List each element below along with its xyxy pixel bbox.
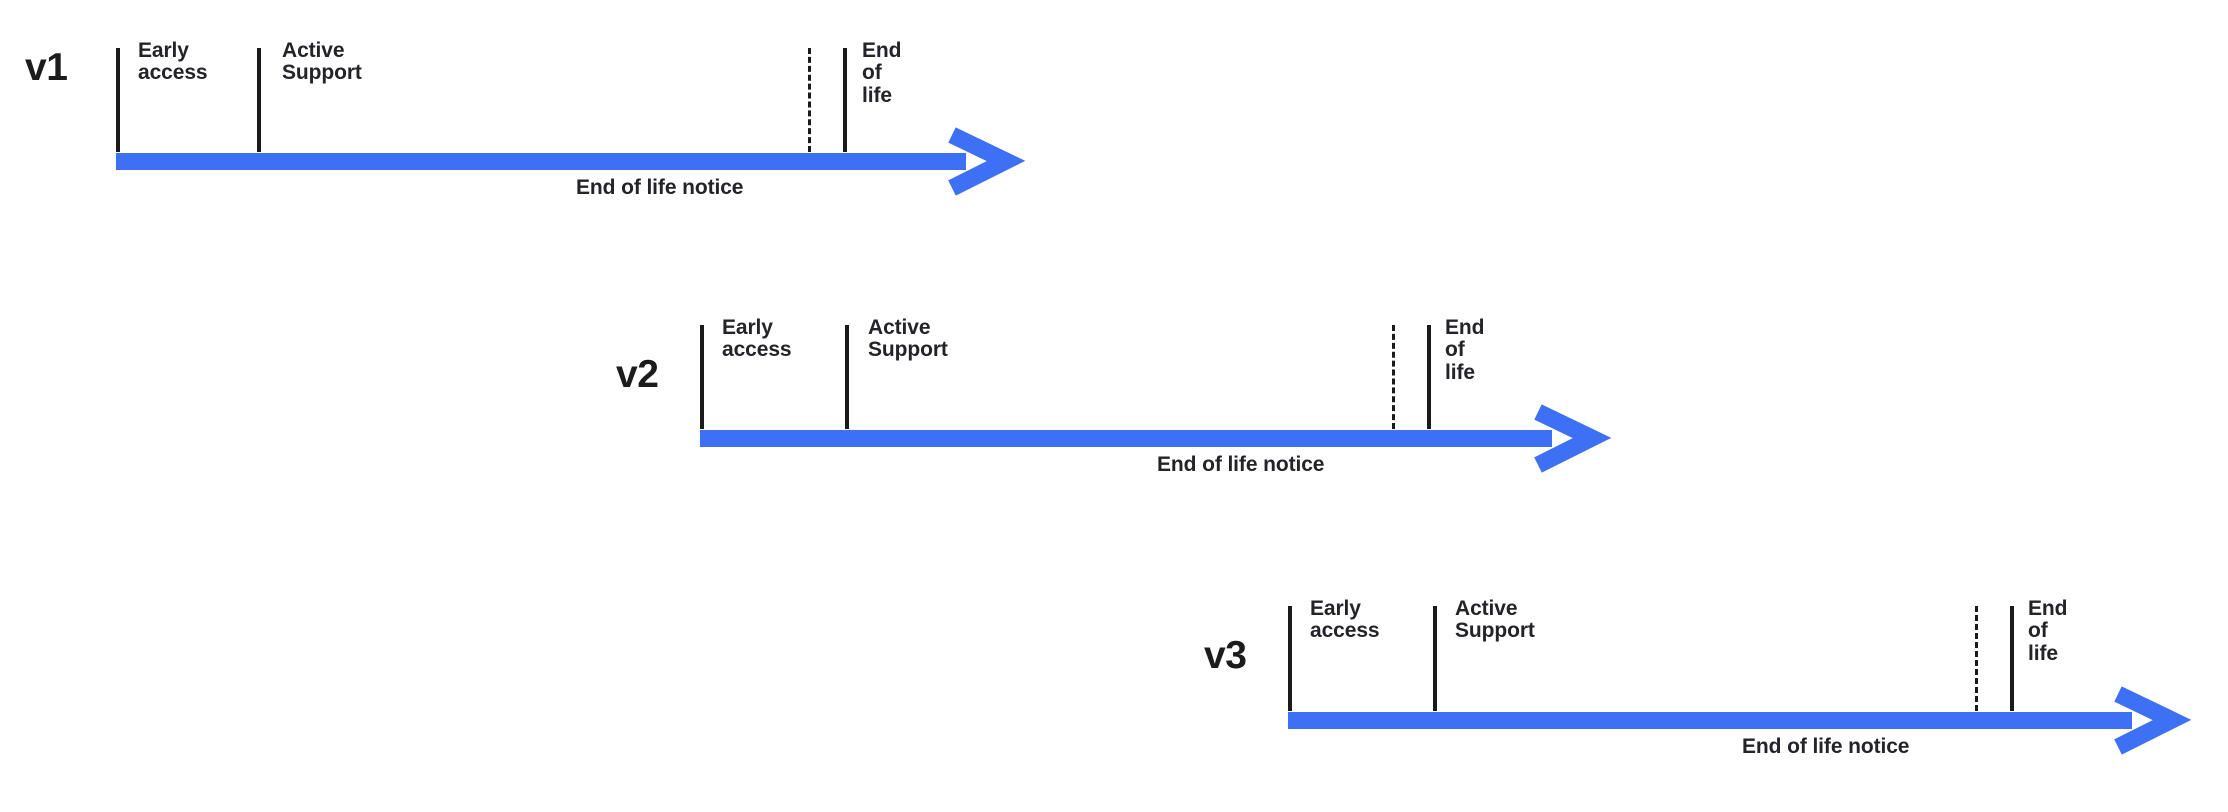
phase-label-active-support-v1: Active Support bbox=[282, 39, 362, 85]
phase-label-end-of-life-v3: End of life bbox=[2028, 597, 2068, 665]
timeline-arrowhead-v1 bbox=[948, 127, 1026, 196]
timeline-arrowhead-v2 bbox=[1534, 404, 1612, 473]
timeline-axis-bar-v2 bbox=[700, 430, 1552, 447]
timeline-arrowhead-v3 bbox=[2114, 686, 2192, 755]
phase-divider-eol-v1 bbox=[843, 48, 847, 152]
phase-divider-eol-v2 bbox=[1427, 325, 1431, 429]
phase-label-end-of-life-v2: End of life bbox=[1445, 316, 1485, 384]
eol-notice-marker-v2 bbox=[1392, 325, 1395, 429]
eol-notice-marker-v3 bbox=[1975, 606, 1978, 711]
phase-divider-start-v2 bbox=[700, 325, 704, 429]
phase-label-early-access-v1: Early access bbox=[138, 39, 208, 85]
version-label-v1: v1 bbox=[25, 46, 68, 89]
phase-divider-early-active-v2 bbox=[845, 325, 849, 429]
phase-divider-start-v3 bbox=[1288, 606, 1292, 711]
eol-notice-marker-v1 bbox=[808, 48, 811, 152]
timeline-axis-bar-v3 bbox=[1288, 712, 2132, 729]
phase-label-active-support-v2: Active Support bbox=[868, 316, 948, 362]
version-label-v2: v2 bbox=[616, 353, 659, 396]
version-label-v3: v3 bbox=[1204, 634, 1247, 677]
phase-label-early-access-v2: Early access bbox=[722, 316, 792, 362]
phase-label-end-of-life-v1: End of life bbox=[862, 39, 902, 107]
phase-label-active-support-v3: Active Support bbox=[1455, 597, 1535, 643]
eol-notice-label-v3: End of life notice bbox=[1742, 735, 1910, 758]
phase-divider-early-active-v3 bbox=[1433, 606, 1437, 711]
phase-label-early-access-v3: Early access bbox=[1310, 597, 1380, 643]
timeline-axis-bar-v1 bbox=[116, 153, 966, 170]
phase-divider-eol-v3 bbox=[2010, 606, 2014, 711]
phase-divider-start-v1 bbox=[116, 48, 120, 152]
eol-notice-label-v2: End of life notice bbox=[1157, 453, 1325, 476]
eol-notice-label-v1: End of life notice bbox=[576, 176, 744, 199]
phase-divider-early-active-v1 bbox=[257, 48, 261, 152]
